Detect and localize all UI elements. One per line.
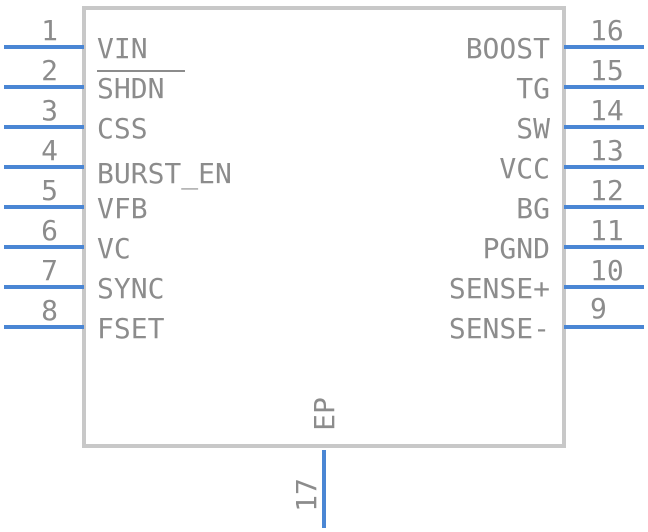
pin-2-label: SHDN: [97, 72, 164, 105]
pin-16-label: BOOST: [466, 32, 550, 65]
pin-12: 12 BG: [516, 174, 644, 225]
pin-1-number: 1: [41, 14, 58, 47]
pin-15-label: TG: [516, 72, 550, 105]
pin-5: 5 VFB: [4, 174, 148, 225]
pin-15-number: 15: [590, 54, 624, 87]
pin-8-number: 8: [41, 294, 58, 327]
pin-3-label: CSS: [97, 112, 148, 145]
pin-8-label: FSET: [97, 312, 165, 345]
pin-7: 7 SYNC: [4, 254, 164, 305]
pin-16: 16 BOOST: [466, 14, 644, 65]
pin-1: 1 VIN: [4, 14, 148, 65]
pin-8: 8 FSET: [4, 294, 165, 345]
pin-6-label: VC: [97, 232, 131, 265]
pin-4-label: BURST_EN: [97, 157, 232, 191]
pin-2-number: 2: [41, 54, 58, 87]
pin-11: 11 PGND: [483, 214, 644, 265]
pin-17: 17 EP: [290, 397, 341, 528]
pin-11-label: PGND: [483, 232, 550, 265]
pin-17-label: EP: [308, 397, 341, 431]
pin-6: 6 VC: [4, 214, 131, 265]
pin-12-number: 12: [590, 174, 624, 207]
pin-5-number: 5: [41, 174, 58, 207]
pin-4-number: 4: [41, 134, 58, 167]
pin-3: 3 CSS: [4, 94, 148, 145]
pin-7-number: 7: [41, 254, 58, 287]
pin-11-number: 11: [590, 214, 624, 247]
pin-16-number: 16: [590, 14, 624, 47]
pin-1-label: VIN: [97, 32, 148, 65]
pin-14-label: SW: [516, 112, 550, 145]
pin-13-number: 13: [590, 134, 624, 167]
ic-body-outline: [82, 6, 566, 448]
pin-3-number: 3: [41, 94, 58, 127]
pin-15: 15 TG: [516, 54, 644, 105]
pin-7-label: SYNC: [97, 272, 164, 305]
pin-14-number: 14: [590, 94, 624, 127]
pin-10: 10 SENSE+: [449, 254, 644, 305]
pin-14: 14 SW: [516, 94, 644, 145]
pin-13-label: VCC: [499, 152, 550, 185]
pin-2: 2 SHDN: [4, 54, 185, 105]
pin-6-number: 6: [41, 214, 58, 247]
pin-4: 4 BURST_EN: [4, 134, 232, 191]
pin-17-number: 17: [290, 478, 323, 512]
pin-10-label: SENSE+: [449, 272, 550, 305]
pin-9: 9 SENSE-: [449, 292, 644, 345]
pin-9-label: SENSE-: [449, 312, 550, 345]
pin-9-number: 9: [590, 292, 607, 325]
pin-10-number: 10: [590, 254, 624, 287]
pin-13: 13 VCC: [499, 134, 644, 185]
pin-12-label: BG: [516, 192, 550, 225]
pin-5-label: VFB: [97, 192, 148, 225]
